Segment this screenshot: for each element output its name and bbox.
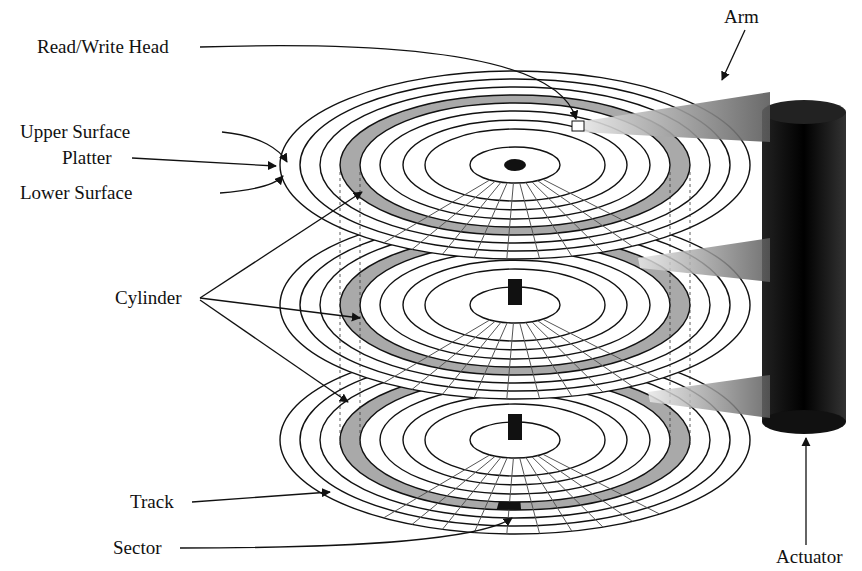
sector-line (538, 321, 633, 387)
part-label: Lower Surface (20, 182, 132, 204)
track-ring (300, 79, 730, 251)
sector-line (526, 457, 572, 531)
sector-line (538, 456, 633, 522)
sector-line (442, 182, 501, 254)
track-ring (403, 395, 627, 485)
sector-line (526, 322, 572, 396)
track-ring (360, 243, 670, 367)
track-ring (425, 129, 605, 201)
part-label: Track (130, 491, 174, 513)
part-label: Arm (724, 6, 759, 28)
sector-line (384, 455, 490, 518)
track-ring (470, 147, 560, 183)
part-label: Cylinder (115, 287, 182, 309)
sector-line (538, 181, 633, 247)
spindle (508, 279, 522, 305)
sector-line (532, 182, 603, 252)
sector-line (412, 321, 495, 389)
sector-line (520, 458, 540, 534)
part-label: Sector (113, 537, 162, 559)
sector-line (507, 458, 514, 534)
sector-line (507, 323, 514, 399)
track-ring (320, 87, 710, 243)
track-ring (425, 269, 605, 341)
part-label: Read/Write Head (37, 36, 169, 58)
platter-stack (280, 71, 750, 534)
spindle (504, 159, 526, 171)
sector-line (507, 183, 514, 259)
sector-line (442, 322, 501, 394)
leader-lines (132, 30, 806, 548)
track-ring (403, 120, 627, 210)
sector-line (384, 180, 490, 243)
sector-line (520, 323, 540, 399)
part-label: Actuator (776, 546, 842, 568)
sector-line (384, 320, 490, 383)
actuator-body (762, 100, 846, 434)
cylinder-guide (360, 172, 361, 446)
sector-line (526, 182, 572, 256)
spindle (508, 414, 522, 440)
track-ring (403, 260, 627, 350)
track-ring (280, 71, 750, 259)
sector-line (532, 457, 603, 527)
track-ring (380, 251, 650, 359)
cylinder-guide (340, 172, 341, 446)
track-ring (380, 386, 650, 494)
sector-line (520, 183, 540, 259)
highlighted-sector (497, 502, 521, 510)
cylinder-guide (670, 172, 671, 446)
part-label: Upper Surface (20, 121, 130, 143)
sector-line (442, 457, 501, 529)
actuator-arms (572, 92, 770, 418)
part-label: Platter (62, 147, 112, 169)
track-ring (425, 404, 605, 476)
sector-line (412, 181, 495, 249)
sector-line (412, 456, 495, 524)
sector-line (532, 322, 603, 392)
platter (280, 71, 750, 259)
